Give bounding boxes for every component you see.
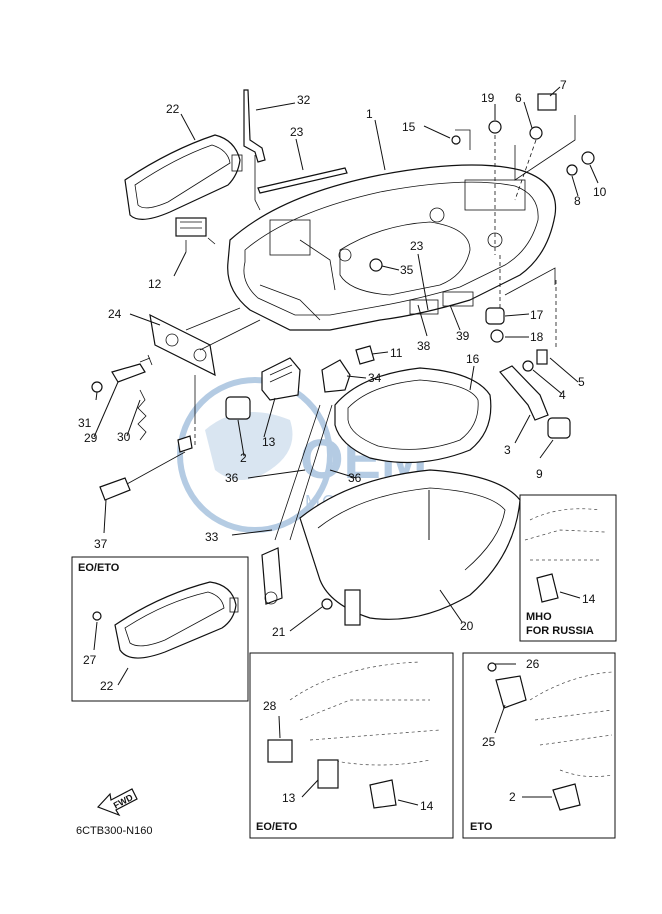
callout-7: 7 — [560, 78, 567, 92]
callout-10: 10 — [593, 185, 607, 199]
cover-22 — [124, 134, 243, 220]
inset-eto-25: 25 — [482, 735, 496, 749]
diagram-code: 6CTB300-N160 — [76, 825, 152, 837]
callout-33: 33 — [205, 530, 219, 544]
inset-bottom-title: EO/ETO — [256, 821, 298, 833]
callout-6: 6 — [515, 91, 522, 105]
callout-20: 20 — [460, 619, 474, 633]
bracket-32 — [243, 89, 266, 163]
callout-21: 21 — [272, 625, 286, 639]
callout-5: 5 — [578, 375, 585, 389]
bolt-8 — [566, 164, 578, 176]
grommet-9 — [547, 417, 571, 439]
inset-mho-title-2: FOR RUSSIA — [526, 625, 594, 637]
callout-19: 19 — [481, 91, 495, 105]
seal-16 — [334, 367, 492, 464]
inset-eo-eto-left: EO/ETO 27 22 — [71, 556, 249, 702]
callout-36a: 36 — [225, 471, 239, 485]
inset-bottom-28: 28 — [263, 699, 277, 713]
callout-13: 13 — [262, 435, 276, 449]
inset-mho-14: 14 — [582, 592, 596, 606]
bottom-cowling — [227, 164, 557, 331]
callout-36b: 36 — [348, 471, 362, 485]
grommet-17 — [485, 307, 505, 325]
bolt-35 — [369, 258, 383, 272]
callout-11: 11 — [390, 346, 403, 360]
plate-24 — [149, 313, 216, 377]
bolt-19 — [488, 120, 502, 134]
nut-10 — [581, 151, 595, 165]
grommet-12 — [175, 217, 216, 252]
callout-31: 31 — [78, 416, 92, 430]
fwd-arrow-icon: FWD — [96, 788, 138, 817]
washer-4 — [522, 360, 534, 372]
callout-34: 34 — [368, 371, 382, 385]
inset-eto: 26 25 2 ETO — [462, 652, 616, 839]
callout-23b: 23 — [410, 239, 424, 253]
callout-8: 8 — [574, 194, 581, 208]
callout-17: 17 — [530, 308, 544, 322]
callout-4: 4 — [559, 388, 566, 402]
callout-15: 15 — [402, 120, 416, 134]
cover-20 — [299, 469, 521, 626]
cable-29-30-31 — [91, 354, 153, 441]
holder-34 — [321, 359, 351, 393]
cable-37 — [99, 435, 193, 501]
callout-37: 37 — [94, 537, 108, 551]
shift-rod-33 — [261, 404, 333, 605]
nut-6 — [529, 126, 543, 140]
callout-1: 1 — [366, 107, 373, 121]
callout-18: 18 — [530, 330, 544, 344]
inset-eto-title: ETO — [470, 821, 493, 833]
inset-eo-eto-left-22: 22 — [100, 679, 114, 693]
inset-eo-eto-bottom: 28 13 14 EO/ETO — [249, 652, 454, 839]
callout-32: 32 — [297, 93, 311, 107]
callout-24: 24 — [108, 307, 122, 321]
callout-22: 22 — [166, 102, 180, 116]
assembly-lines — [185, 115, 576, 445]
callout-3: 3 — [504, 443, 511, 457]
inset-eto-2: 2 — [509, 790, 516, 804]
bracket-7 — [537, 93, 557, 111]
callout-2: 2 — [240, 451, 247, 465]
callouts: 1 2 3 4 5 6 7 8 9 10 11 12 13 15 16 17 1… — [78, 78, 607, 639]
inset-mho-title-1: MHO — [526, 611, 552, 623]
callout-12: 12 — [148, 277, 162, 291]
inset-bottom-13: 13 — [282, 791, 296, 805]
grommet-13 — [261, 357, 301, 401]
callout-9: 9 — [536, 467, 543, 481]
cowling-seal-23 — [257, 167, 348, 194]
callout-23a: 23 — [290, 125, 304, 139]
grommet-2 — [225, 396, 251, 420]
callout-16: 16 — [466, 352, 480, 366]
callout-29: 29 — [84, 431, 98, 445]
callout-35: 35 — [400, 263, 414, 277]
leader-lines — [93, 86, 599, 632]
inset-eo-eto-left-27: 27 — [83, 653, 97, 667]
bolt-21 — [321, 598, 333, 610]
bracket-3 — [499, 365, 549, 421]
grommet-11 — [355, 345, 375, 365]
callout-30: 30 — [117, 430, 131, 444]
collar-18 — [490, 329, 504, 343]
bolt-15 — [451, 135, 461, 145]
inset-bottom-14: 14 — [420, 799, 434, 813]
inset-mho-russia: 14 MHO FOR RUSSIA — [519, 494, 617, 642]
inset-eo-eto-left-title: EO/ETO — [78, 562, 120, 574]
callout-39: 39 — [456, 329, 470, 343]
collar-5 — [536, 349, 548, 365]
inset-eto-26: 26 — [526, 657, 540, 671]
callout-38: 38 — [417, 339, 431, 353]
